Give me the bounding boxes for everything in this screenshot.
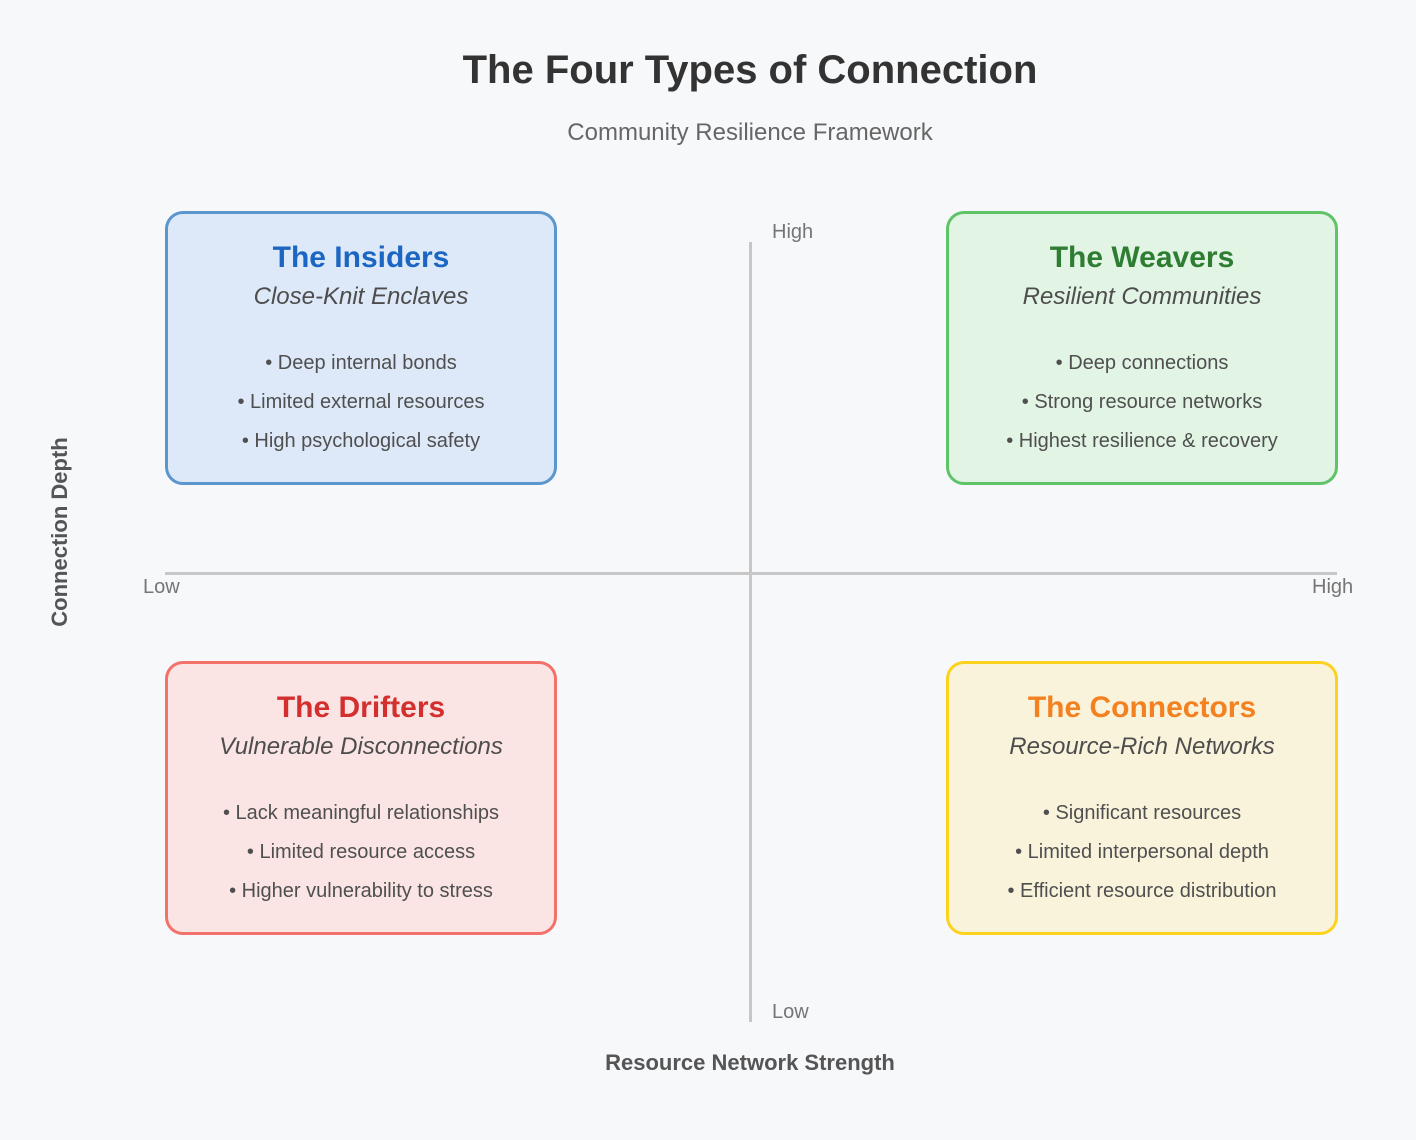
quadrant-tagline: Resource-Rich Networks: [1009, 733, 1275, 760]
page-title: The Four Types of Connection: [462, 48, 1038, 92]
quadrant-title: The Weavers: [1049, 241, 1235, 274]
quadrant-title: The Connectors: [1027, 691, 1257, 724]
bullet-item: • Deep internal bonds: [265, 352, 457, 374]
quadrant-connectors: The Connectors Resource-Rich Networks • …: [946, 661, 1338, 935]
x-axis-high-label: High: [1312, 576, 1354, 598]
bullet-item: • Strong resource networks: [1021, 391, 1263, 413]
bullet-item: • Highest resilience & recovery: [1006, 430, 1278, 452]
quadrant-bullet-list: • Lack meaningful relationships • Limite…: [168, 794, 554, 911]
bullet-item: • Higher vulnerability to stress: [229, 880, 493, 902]
quadrant-tagline: Resilient Communities: [1022, 283, 1262, 310]
bullet-item: • Limited resource access: [246, 841, 476, 863]
bullet-item: • Limited interpersonal depth: [1015, 841, 1269, 863]
page-subtitle: Community Resilience Framework: [567, 119, 933, 146]
quadrant-tagline: Close-Knit Enclaves: [253, 283, 469, 310]
quadrant-tagline: Vulnerable Disconnections: [219, 733, 503, 760]
quadrant-bullet-list: • Deep connections • Strong resource net…: [949, 344, 1335, 461]
bullet-item: • Significant resources: [1042, 802, 1242, 824]
y-axis-low-label: Low: [772, 1001, 809, 1023]
x-axis-title: Resource Network Strength: [605, 1050, 895, 1075]
x-axis-low-label: Low: [143, 576, 180, 598]
y-axis-title: Connection Depth: [47, 437, 72, 627]
bullet-item: • Lack meaningful relationships: [222, 802, 500, 824]
quadrant-drifters: The Drifters Vulnerable Disconnections •…: [165, 661, 557, 935]
quadrant-title: The Insiders: [272, 241, 450, 274]
bullet-item: • Limited external resources: [237, 391, 485, 413]
quadrant-bullet-list: • Deep internal bonds • Limited external…: [168, 344, 554, 461]
bullet-item: • Deep connections: [1055, 352, 1229, 374]
quadrant-weavers: The Weavers Resilient Communities • Deep…: [946, 211, 1338, 485]
quadrant-insiders: The Insiders Close-Knit Enclaves • Deep …: [165, 211, 557, 485]
quadrant-title: The Drifters: [276, 691, 446, 724]
bullet-item: • Efficient resource distribution: [1007, 880, 1277, 902]
quadrant-bullet-list: • Significant resources • Limited interp…: [949, 794, 1335, 911]
y-axis-high-label: High: [772, 221, 814, 243]
x-axis-line: [165, 572, 1337, 575]
bullet-item: • High psychological safety: [241, 430, 481, 452]
y-axis-line: [749, 242, 752, 1022]
